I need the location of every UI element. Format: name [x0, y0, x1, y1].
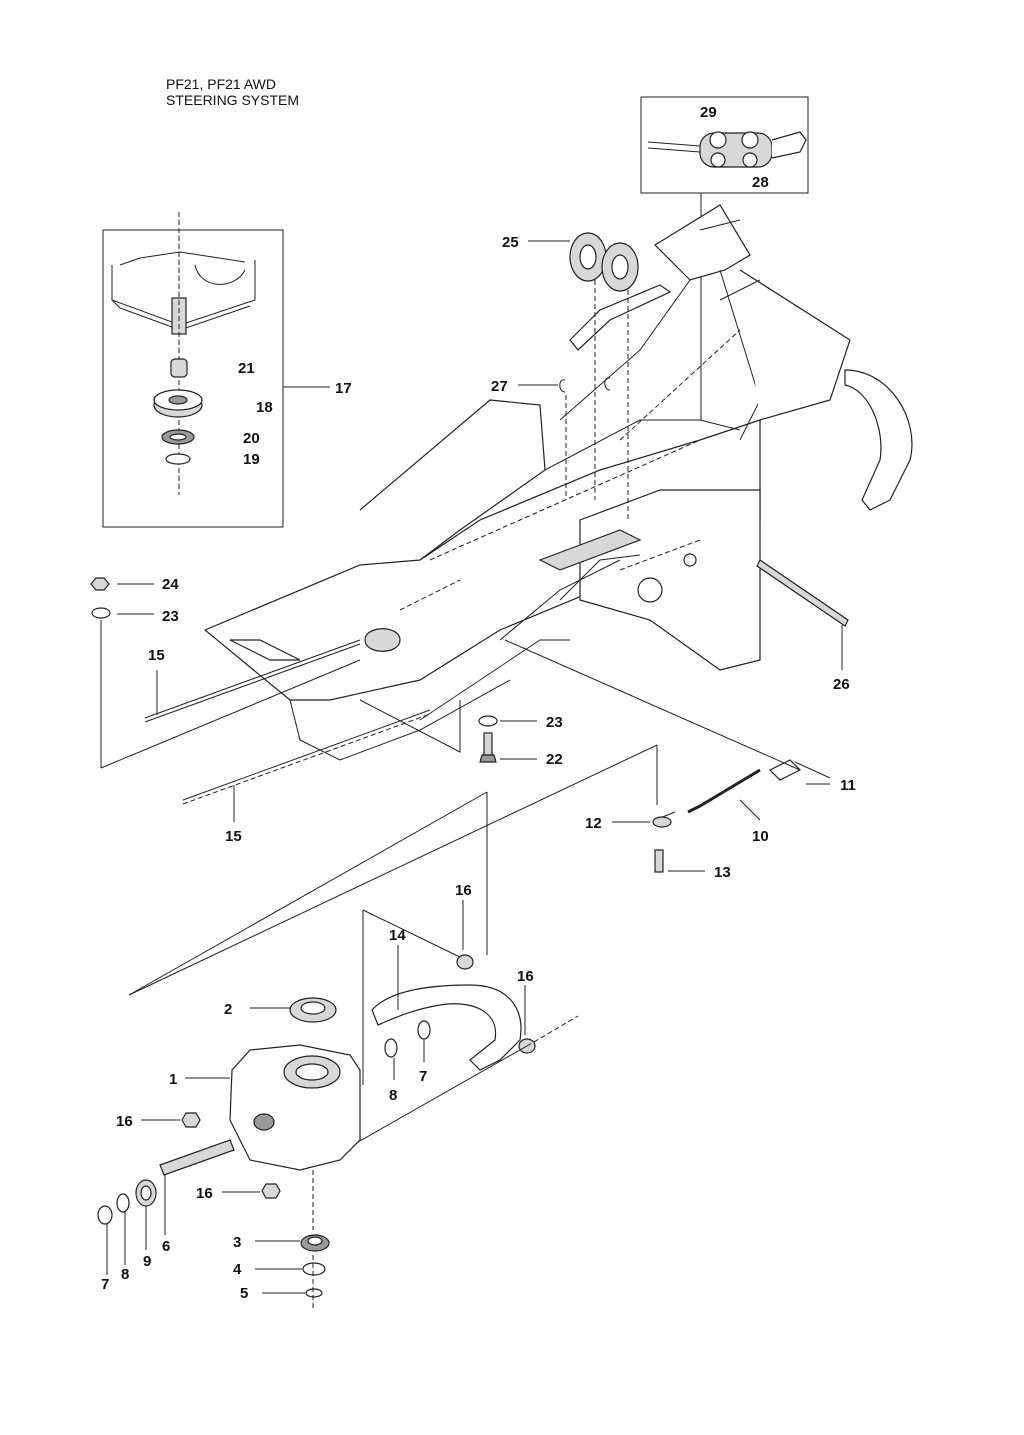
callout-8-left: 8: [121, 1266, 129, 1283]
callout-29: 29: [700, 104, 717, 121]
callout-28: 28: [752, 174, 769, 191]
callout-2: 2: [224, 1001, 232, 1018]
callout-6: 6: [162, 1238, 170, 1255]
callout-4: 4: [233, 1261, 242, 1278]
callout-7-left: 7: [101, 1276, 109, 1293]
callout-26: 26: [833, 676, 850, 693]
tie-rod-parts: [90, 577, 461, 822]
callout-14: 14: [389, 927, 406, 944]
callout-3: 3: [233, 1234, 241, 1251]
callout-15-upper: 15: [148, 647, 165, 664]
callout-16-bottom: 16: [196, 1185, 213, 1202]
callout-16-top: 16: [455, 882, 472, 899]
steering-bracket: [128, 791, 579, 1151]
spring-assembly: [128, 639, 831, 996]
callout-12: 12: [585, 815, 602, 832]
callout-7-right: 7: [419, 1068, 427, 1085]
callout-18: 18: [256, 399, 273, 416]
callout-15-lower: 15: [225, 828, 242, 845]
callout-13: 13: [714, 864, 731, 881]
callout-1: 1: [169, 1071, 177, 1088]
callout-19: 19: [243, 451, 260, 468]
diagram-title: PF21, PF21 AWD STEERING SYSTEM: [166, 76, 299, 108]
pivot-rod: [756, 559, 849, 670]
callout-17: 17: [335, 380, 352, 397]
callout-22: 22: [546, 751, 563, 768]
retaining-clips: [518, 377, 611, 500]
callout-11: 11: [840, 777, 856, 794]
steering-column: [559, 204, 913, 511]
inset-box-pulley: [102, 212, 330, 528]
steering-frame: [203, 399, 761, 761]
callout-9: 9: [143, 1253, 151, 1270]
callout-16-right: 16: [517, 968, 534, 985]
callout-labels: 29 28 25 27 21 17 18 20 19 24 23 15 26 2…: [101, 104, 856, 1302]
callout-23-upper: 23: [162, 608, 179, 625]
gear-housing: [97, 997, 431, 1310]
callout-25: 25: [502, 234, 519, 251]
diagram-title-system: STEERING SYSTEM: [166, 92, 300, 108]
diagram-title-models: PF21, PF21 AWD: [166, 76, 276, 92]
callout-23-lower: 23: [546, 714, 563, 731]
bolt-washer: [478, 715, 537, 763]
callout-10: 10: [752, 828, 769, 845]
callout-20: 20: [243, 430, 260, 447]
callout-16-left: 16: [116, 1113, 133, 1130]
callout-24: 24: [162, 576, 179, 593]
callout-5: 5: [240, 1285, 248, 1302]
callout-27: 27: [491, 378, 508, 395]
callout-21: 21: [238, 360, 255, 377]
guide-pulleys: [528, 232, 639, 520]
callout-8-right: 8: [389, 1087, 397, 1104]
